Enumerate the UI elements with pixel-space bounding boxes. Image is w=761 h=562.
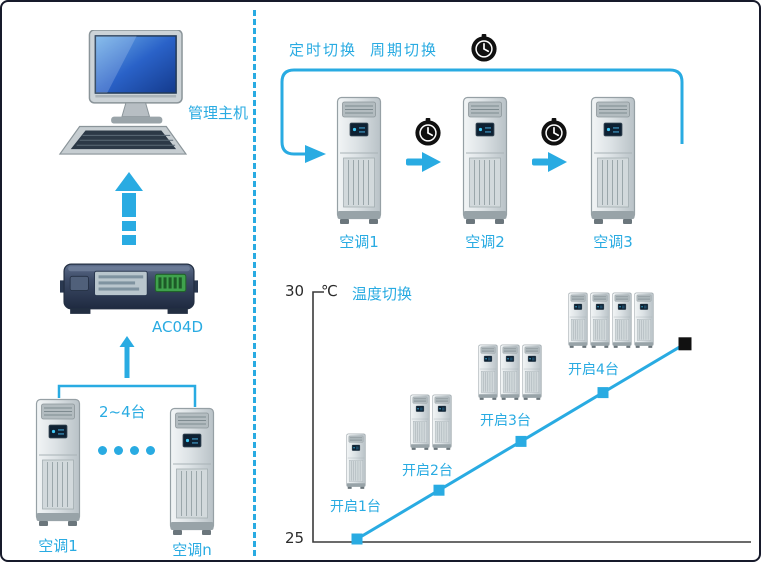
chart-step-marker	[351, 533, 363, 545]
ac-last-label: 空调n	[172, 541, 212, 559]
y-axis-max-label: 30	[285, 282, 305, 300]
sequence-unit-label: 空调3	[593, 233, 633, 251]
chart-ac-group	[478, 344, 542, 401]
step-label: 开启4台	[568, 362, 619, 378]
ellipsis-dots-icon	[98, 446, 155, 455]
mini-ac-unit-icon	[568, 292, 588, 349]
cycle-loop-arrow	[280, 68, 684, 163]
chart-title: 温度切换	[352, 285, 413, 303]
step-label: 开启2台	[402, 463, 453, 479]
mini-ac-unit-icon	[590, 292, 610, 349]
mini-ac-unit-icon	[634, 292, 654, 349]
chart-ac-group	[568, 292, 654, 349]
chart-step-marker	[433, 484, 445, 496]
sequence-unit-label: 空调2	[465, 233, 505, 251]
panel-divider	[253, 10, 256, 556]
mini-ac-unit-icon	[478, 344, 498, 401]
y-axis-min-label: 25	[285, 529, 305, 547]
mini-ac-unit-icon	[500, 344, 520, 401]
chart-step-marker	[515, 435, 527, 447]
step-label: 开启3台	[480, 413, 531, 429]
chart-step-marker	[597, 387, 609, 399]
chart-end-marker	[678, 337, 692, 351]
chart-ac-group	[346, 433, 366, 490]
mini-ac-unit-icon	[346, 433, 366, 490]
bus-bracket-lines	[57, 384, 197, 407]
host-label: 管理主机	[188, 104, 249, 122]
cycle-mode-label: 周期切换	[370, 41, 439, 59]
step-label: 开启1台	[330, 499, 381, 515]
controller-label: AC04D	[152, 318, 204, 336]
chart-axes	[312, 291, 751, 543]
sequence-unit-label: 空调1	[339, 233, 379, 251]
mini-ac-unit-icon	[432, 394, 452, 451]
chart-ac-group	[410, 394, 452, 451]
mini-ac-unit-icon	[522, 344, 542, 401]
mini-ac-unit-icon	[612, 292, 632, 349]
capacity-label: 2~4台	[99, 403, 146, 421]
temperature-chart-plot	[312, 291, 751, 545]
ac-first-label: 空调1	[38, 537, 78, 555]
timer-mode-label: 定时切换	[289, 41, 358, 59]
mini-ac-unit-icon	[410, 394, 430, 451]
celsius-unit-label: ℃	[321, 282, 338, 300]
